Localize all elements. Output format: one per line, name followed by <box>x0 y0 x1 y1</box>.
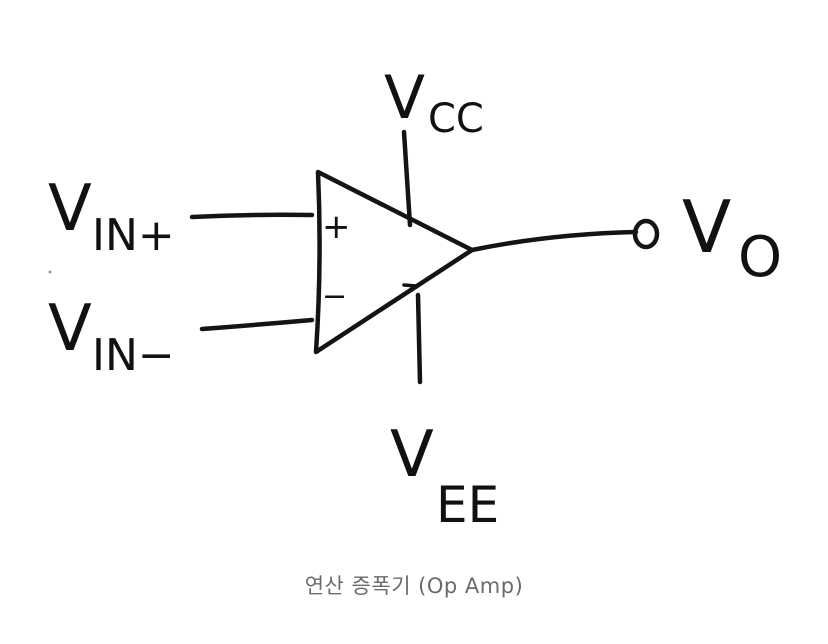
vee-label-sub: EE <box>436 476 499 534</box>
input-minus-wire <box>199 317 315 332</box>
vcc-label-main: V <box>384 63 425 133</box>
plus-sign: + <box>322 207 351 247</box>
vo-label-main: V <box>682 185 731 269</box>
output-wire <box>469 229 639 253</box>
vin-plus-label-sub: IN+ <box>92 210 175 261</box>
vin-minus-label-main: V <box>48 292 92 366</box>
stray-mark <box>402 283 418 288</box>
vee-label-main: V <box>390 418 434 492</box>
stray-dot <box>48 270 52 274</box>
vee-supply-wire <box>415 292 423 385</box>
op-amp-triangle <box>313 169 475 355</box>
vcc-supply-wire <box>401 129 413 228</box>
diagram-caption: 연산 증폭기 (Op Amp) <box>304 574 524 598</box>
vo-label-sub: O <box>738 225 782 290</box>
vcc-label-sub: CC <box>428 96 484 142</box>
output-terminal-circle <box>632 218 660 250</box>
input-plus-wire <box>189 212 315 220</box>
minus-sign: − <box>322 279 347 314</box>
op-amp-diagram: + − V CC V IN+ V IN− V EE V O <box>48 63 782 534</box>
vin-minus-label-sub: IN− <box>92 330 175 381</box>
vin-plus-label-main: V <box>48 172 92 246</box>
